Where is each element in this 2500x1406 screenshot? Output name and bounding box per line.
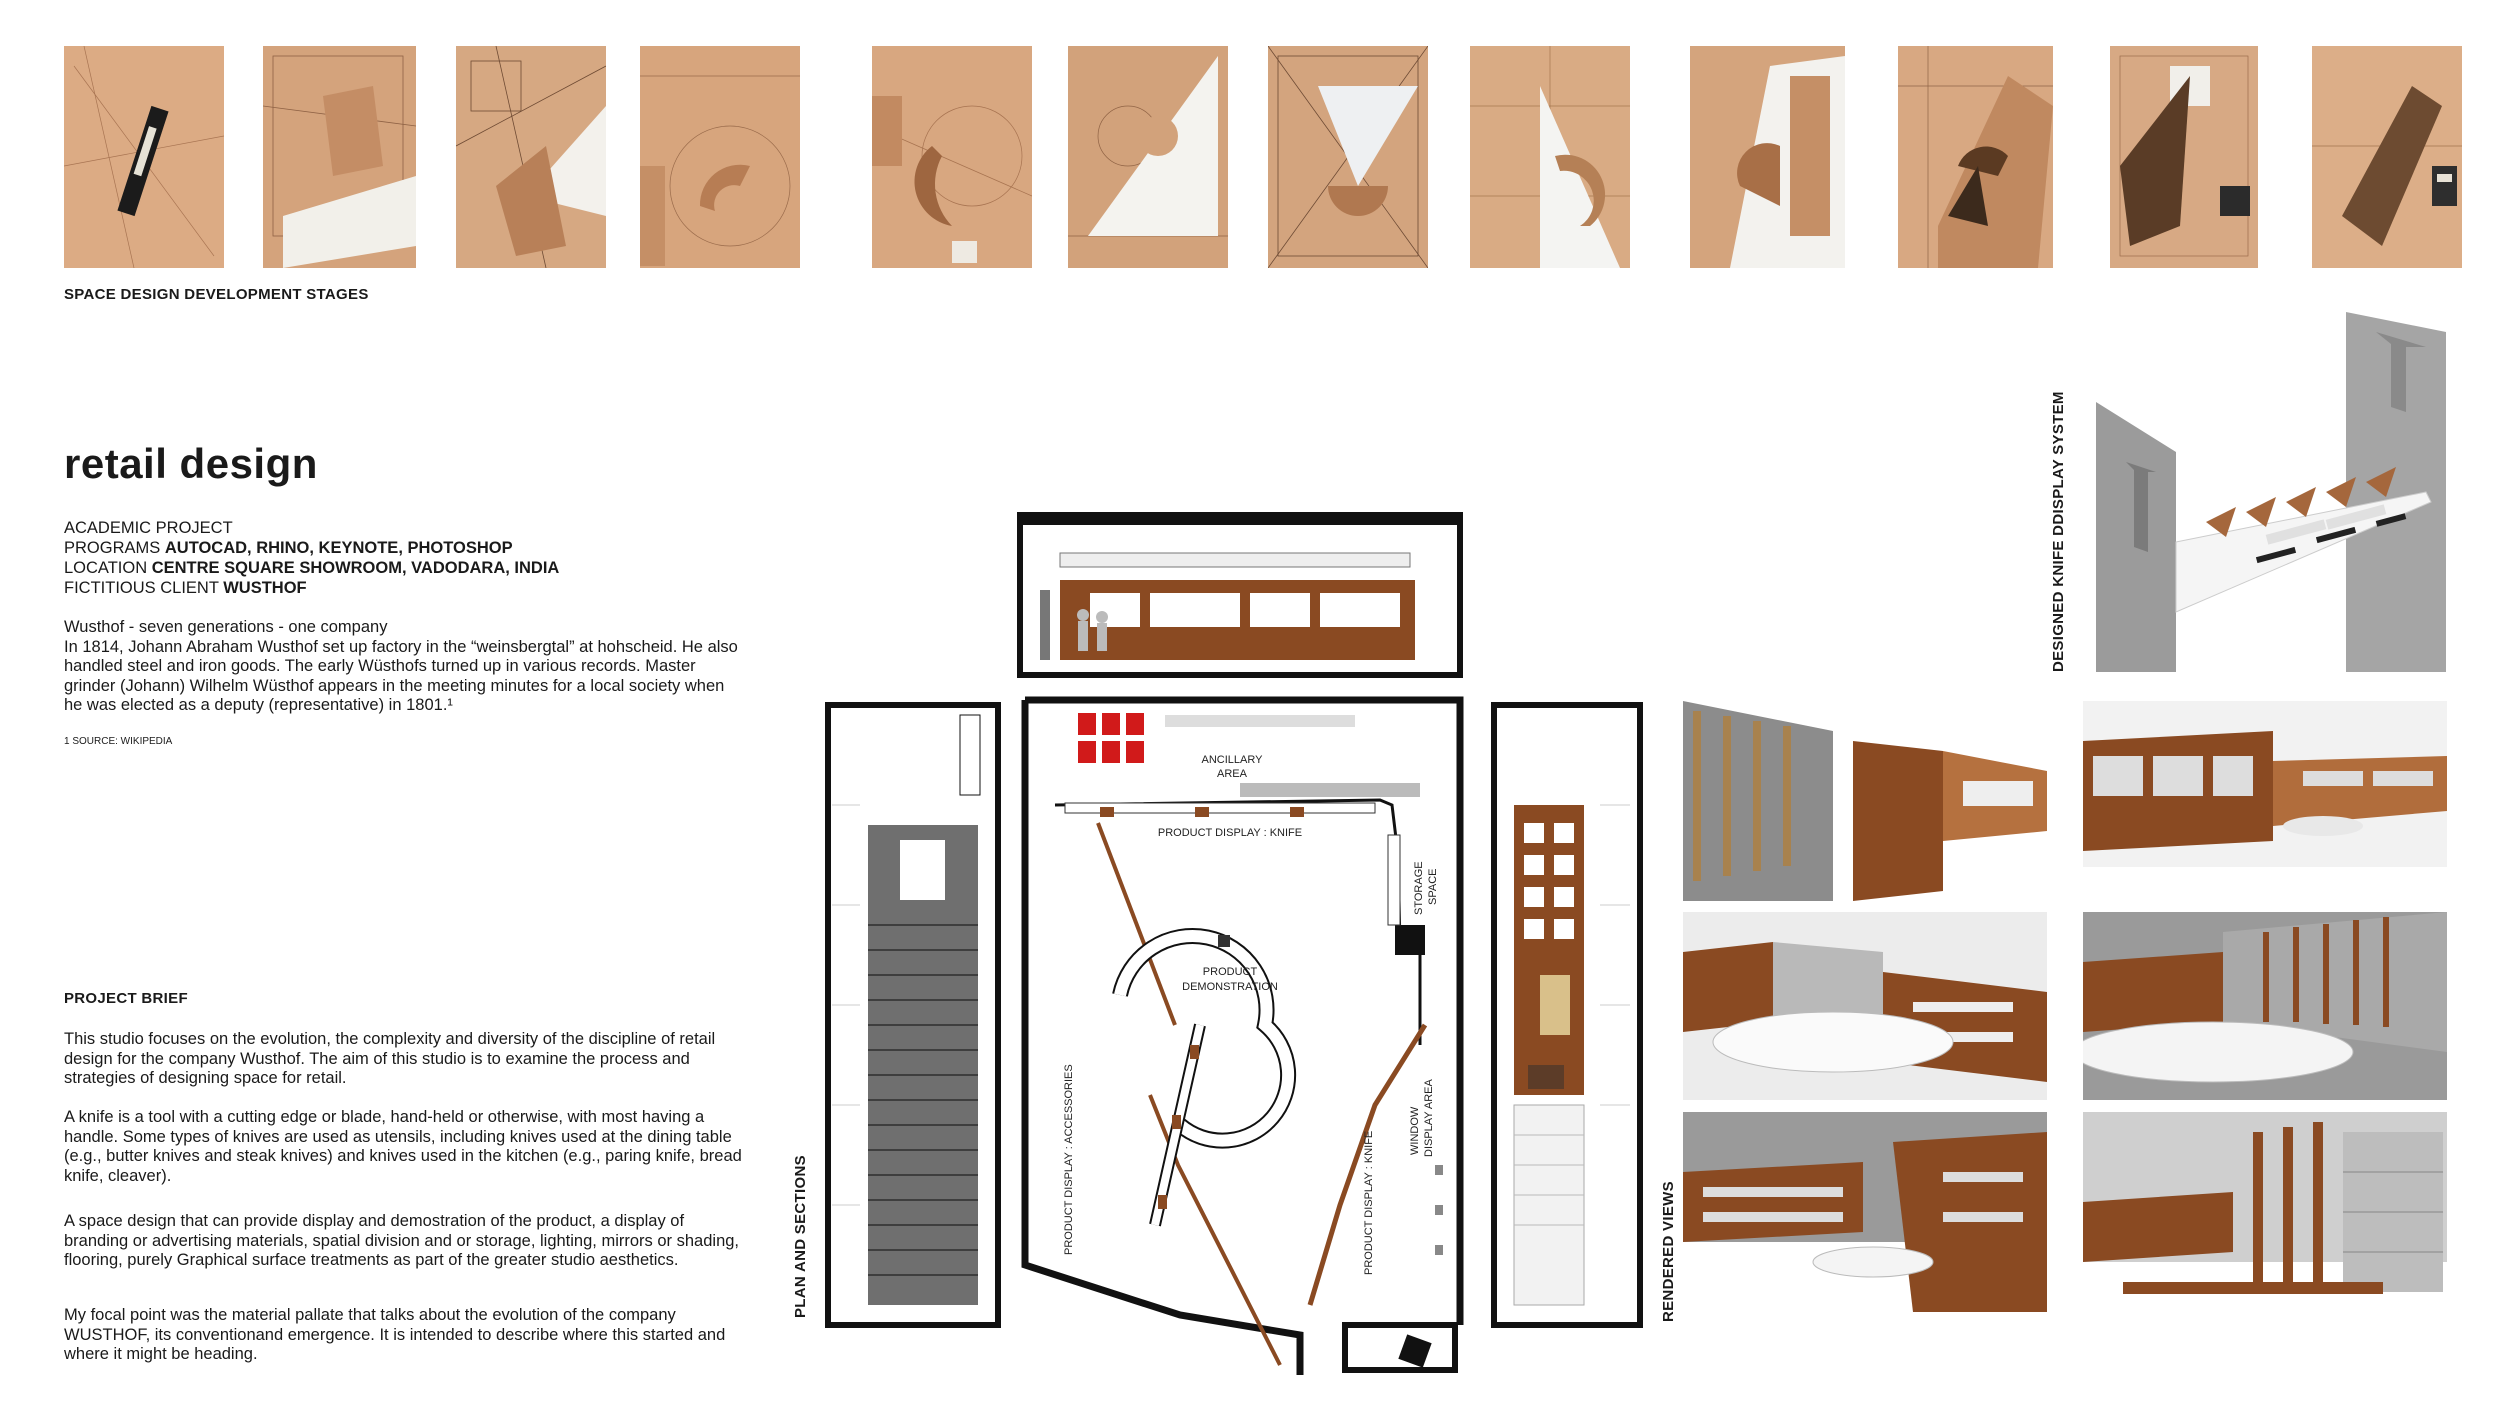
stage-model-photo <box>263 46 416 268</box>
rendered-view <box>1683 701 2047 901</box>
rendered-views-title: RENDERED VIEWS <box>1660 1181 1677 1322</box>
right-section <box>1491 702 1643 1328</box>
rendered-view <box>2083 1112 2447 1312</box>
knife-display-render <box>2086 312 2446 672</box>
floor-plan-drawing: ANCILLARY AREA PRODUCT DISPLAY : KNIFE S… <box>825 512 1643 1375</box>
window-label: DISPLAY AREA <box>1423 1078 1435 1157</box>
demo-label: DEMONSTRATION <box>1182 981 1278 993</box>
plan-sections-title: PLAN AND SECTIONS <box>792 1155 809 1318</box>
stages-caption: SPACE DESIGN DEVELOPMENT STAGES <box>64 286 369 303</box>
stage-model-photo <box>2110 46 2258 268</box>
brief-paragraph: A knife is a tool with a cutting edge or… <box>64 1108 742 1185</box>
stage-model-photo <box>640 46 800 268</box>
rendered-view <box>1683 1112 2047 1312</box>
knife-display-vertical-label: PRODUCT DISPLAY : KNIFE <box>1363 1131 1375 1275</box>
project-meta: ACADEMIC PROJECT PROGRAMS AUTOCAD, RHINO… <box>64 518 559 598</box>
rendered-view <box>2083 912 2447 1100</box>
window-label: WINDOW <box>1409 1106 1421 1155</box>
client-line: FICTITIOUS CLIENT WUSTHOF <box>64 579 307 597</box>
location-line: LOCATION CENTRE SQUARE SHOWROOM, VADODAR… <box>64 559 560 577</box>
stage-model-photo <box>1268 46 1428 268</box>
storage-label: SPACE <box>1427 869 1439 905</box>
ancillary-label: ANCILLARY <box>1202 754 1264 766</box>
main-plan: ANCILLARY AREA PRODUCT DISPLAY : KNIFE S… <box>1021 696 1464 1375</box>
knife-display-label: PRODUCT DISPLAY : KNIFE <box>1158 827 1302 839</box>
knife-system-title: DESIGNED KNIFE DDISPLAY SYSTEM <box>2050 391 2067 672</box>
stage-model-photo <box>64 46 224 268</box>
rendered-view <box>2083 701 2447 867</box>
stage-model-photo <box>1470 46 1630 268</box>
top-section <box>1017 512 1463 678</box>
stage-model-photo <box>1068 46 1228 268</box>
demo-label: PRODUCT <box>1203 966 1258 978</box>
brief-paragraph: A space design that can provide display … <box>64 1212 740 1269</box>
page-title: retail design <box>64 440 318 487</box>
rendered-view <box>1683 912 2047 1100</box>
brief-heading: PROJECT BRIEF <box>64 990 188 1007</box>
brief-paragraph: This studio focuses on the evolution, th… <box>64 1030 716 1087</box>
history-text: Wusthof - seven generations - one compan… <box>64 618 738 714</box>
stage-model-photo <box>2312 46 2462 268</box>
storage-label: STORAGE <box>1413 861 1425 915</box>
academic-line: ACADEMIC PROJECT <box>64 519 233 537</box>
stage-model-photo <box>1690 46 1845 268</box>
ancillary-label: AREA <box>1217 768 1248 780</box>
left-section <box>825 702 1001 1328</box>
stage-model-photo <box>1898 46 2053 268</box>
stage-model-photo <box>872 46 1032 268</box>
programs-line: PROGRAMS AUTOCAD, RHINO, KEYNOTE, PHOTOS… <box>64 539 513 557</box>
accessories-label: PRODUCT DISPLAY : ACCESSORIES <box>1063 1064 1075 1255</box>
footnote: 1 SOURCE: WIKIPEDIA <box>64 736 173 747</box>
brief-paragraph: My focal point was the material pallate … <box>64 1306 726 1363</box>
stage-model-photo <box>456 46 606 268</box>
